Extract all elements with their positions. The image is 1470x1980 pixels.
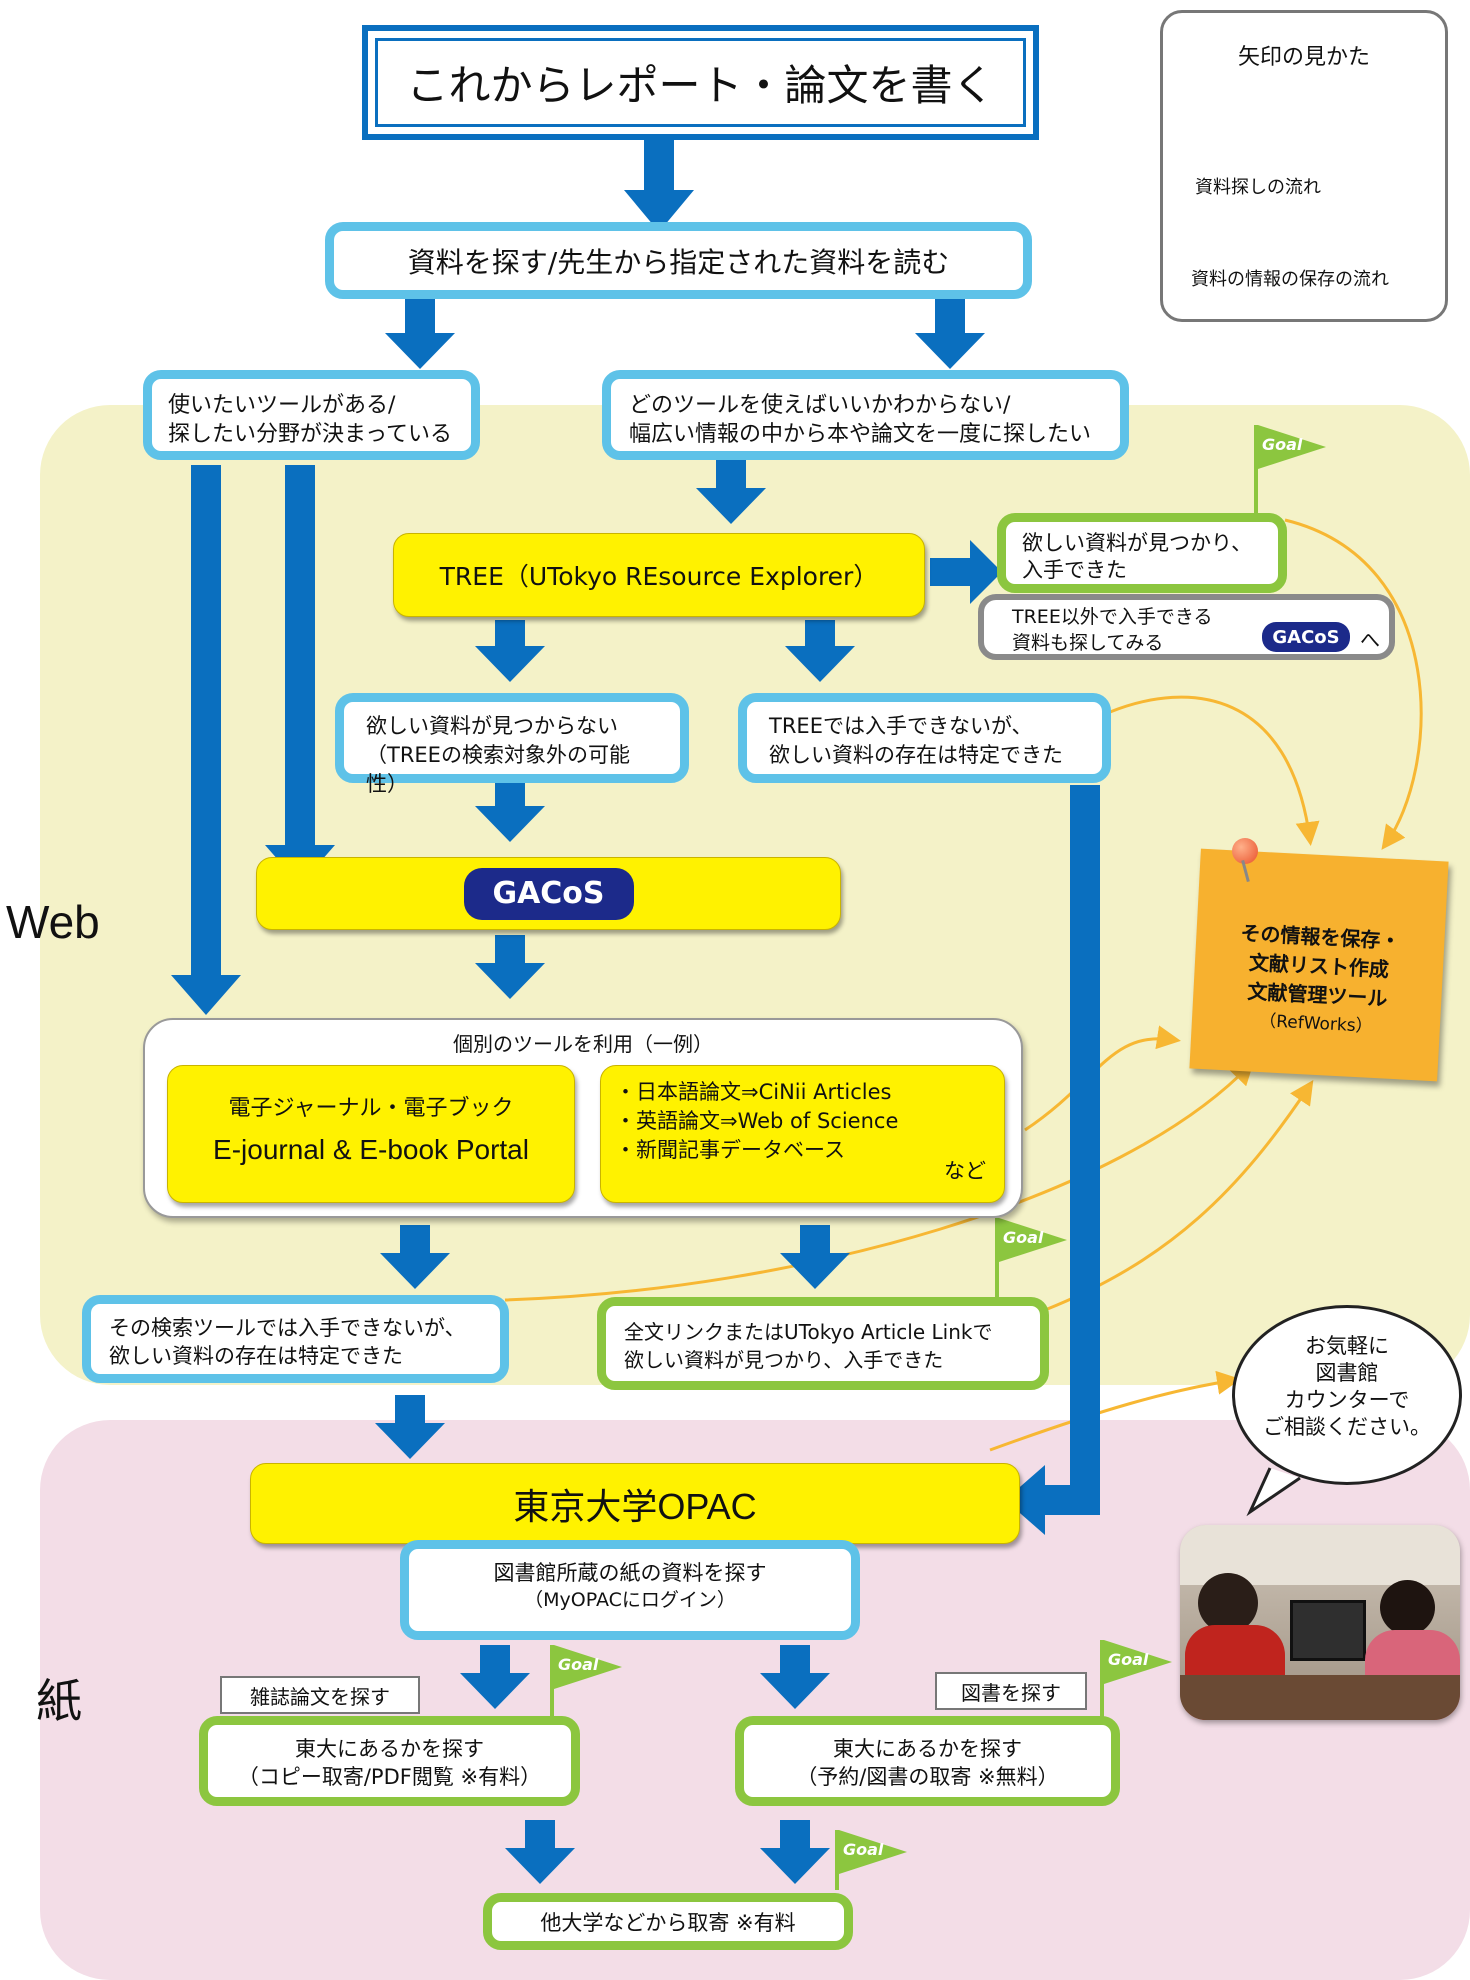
db-etc: など xyxy=(944,1159,986,1183)
journal-tag: 雑誌論文を探す xyxy=(220,1676,420,1714)
db-item-news: ・新聞記事データベース xyxy=(615,1138,845,1162)
other-univ-goal: 他大学などから取寄 ※有料 xyxy=(483,1893,853,1950)
paper-zone-label: 紙 xyxy=(36,1675,82,1727)
tree-label: TREE（UTokyo REsource Explorer） xyxy=(439,562,879,591)
blue-flow-arrows xyxy=(171,86,1270,1884)
web-zone-label: Web xyxy=(6,896,100,948)
opac-box[interactable]: 東京大学OPAC xyxy=(250,1463,1020,1544)
tree-identified: TREEでは入手できないが、 欲しい資料の存在は特定できた xyxy=(738,693,1111,783)
legend-title: 矢印の見かた xyxy=(1237,45,1370,70)
ejournal-label-en: E-journal & E-book Portal xyxy=(213,1134,529,1165)
opac-label: 東京大学OPAC xyxy=(513,1485,757,1527)
ejournal-box[interactable]: 電子ジャーナル・電子ブック E-journal & E-book Portal xyxy=(167,1065,575,1203)
legend-blue-label: 資料探しの流れ xyxy=(1195,177,1321,198)
db-item-cinii: ・日本語論文⇒CiNii Articles xyxy=(615,1080,892,1104)
ejournal-label-ja: 電子ジャーナル・電子ブック xyxy=(228,1096,514,1121)
fulltext-goal: 全文リンクまたはUTokyo Article Linkで 欲しい資料が見つかり、… xyxy=(597,1297,1049,1390)
db-item-wos: ・英語論文⇒Web of Science xyxy=(615,1109,899,1133)
gacos-box[interactable]: GACoS xyxy=(256,857,841,930)
book-tag: 図書を探す xyxy=(935,1672,1087,1710)
database-box[interactable]: ・日本語論文⇒CiNii Articles ・英語論文⇒Web of Scien… xyxy=(600,1065,1005,1203)
page-title-text: これからレポート・論文を書く xyxy=(406,61,995,110)
legend-orange-label: 資料の情報の保存の流れ xyxy=(1191,269,1389,290)
tool-identified: その検索ツールでは入手できないが、 欲しい資料の存在は特定できた xyxy=(82,1295,509,1383)
journal-goal: 東大にあるかを探す （コピー取寄/PDF閲覧 ※有料） xyxy=(199,1716,580,1806)
book-goal: 東大にあるかを探す （予約/図書の取寄 ※無料） xyxy=(735,1716,1120,1806)
page-title: これからレポート・論文を書く xyxy=(362,25,1039,140)
tools-title: 個別のツールを利用（一例） xyxy=(453,1032,713,1056)
step-find-materials-text: 資料を探す/先生から指定された資料を読む xyxy=(407,245,950,279)
paper-search: 図書館所蔵の紙の資料を探す （MyOPACにログイン） xyxy=(400,1540,860,1640)
branch-known-tool: 使いたいツールがある/ 探したい分野が決まっている xyxy=(143,370,480,460)
branch-unknown-tool: どのツールを使えばいいかわからない/ 幅広い情報の中から本や論文を一度に探したい xyxy=(602,370,1129,460)
gacos-suffix: へ xyxy=(1360,628,1380,652)
gacos-badge[interactable]: GACoS xyxy=(1262,622,1350,652)
legend-box: 矢印の見かた 資料探しの流れ 資料の情報の保存の流れ xyxy=(1160,10,1448,322)
pushpin-icon xyxy=(1232,838,1258,864)
tree-found-goal: 欲しい資料が見つかり、 入手できた xyxy=(997,513,1287,593)
tree-box[interactable]: TREE（UTokyo REsource Explorer） xyxy=(393,533,925,617)
tree-not-found: 欲しい資料が見つからない （TREEの検索対象外の可能性） xyxy=(335,693,689,796)
step-find-materials: 資料を探す/先生から指定された資料を読む xyxy=(325,222,1032,299)
counter-note-text: お気軽に 図書館 カウンターで ご相談ください。 xyxy=(1263,1334,1431,1439)
counter-speech-bubble xyxy=(1232,1305,1462,1485)
gacos-logo: GACoS xyxy=(463,867,634,920)
library-counter-photo xyxy=(1180,1525,1460,1720)
tools-panel: 個別のツールを利用（一例） 電子ジャーナル・電子ブック E-journal & … xyxy=(143,1018,1023,1218)
